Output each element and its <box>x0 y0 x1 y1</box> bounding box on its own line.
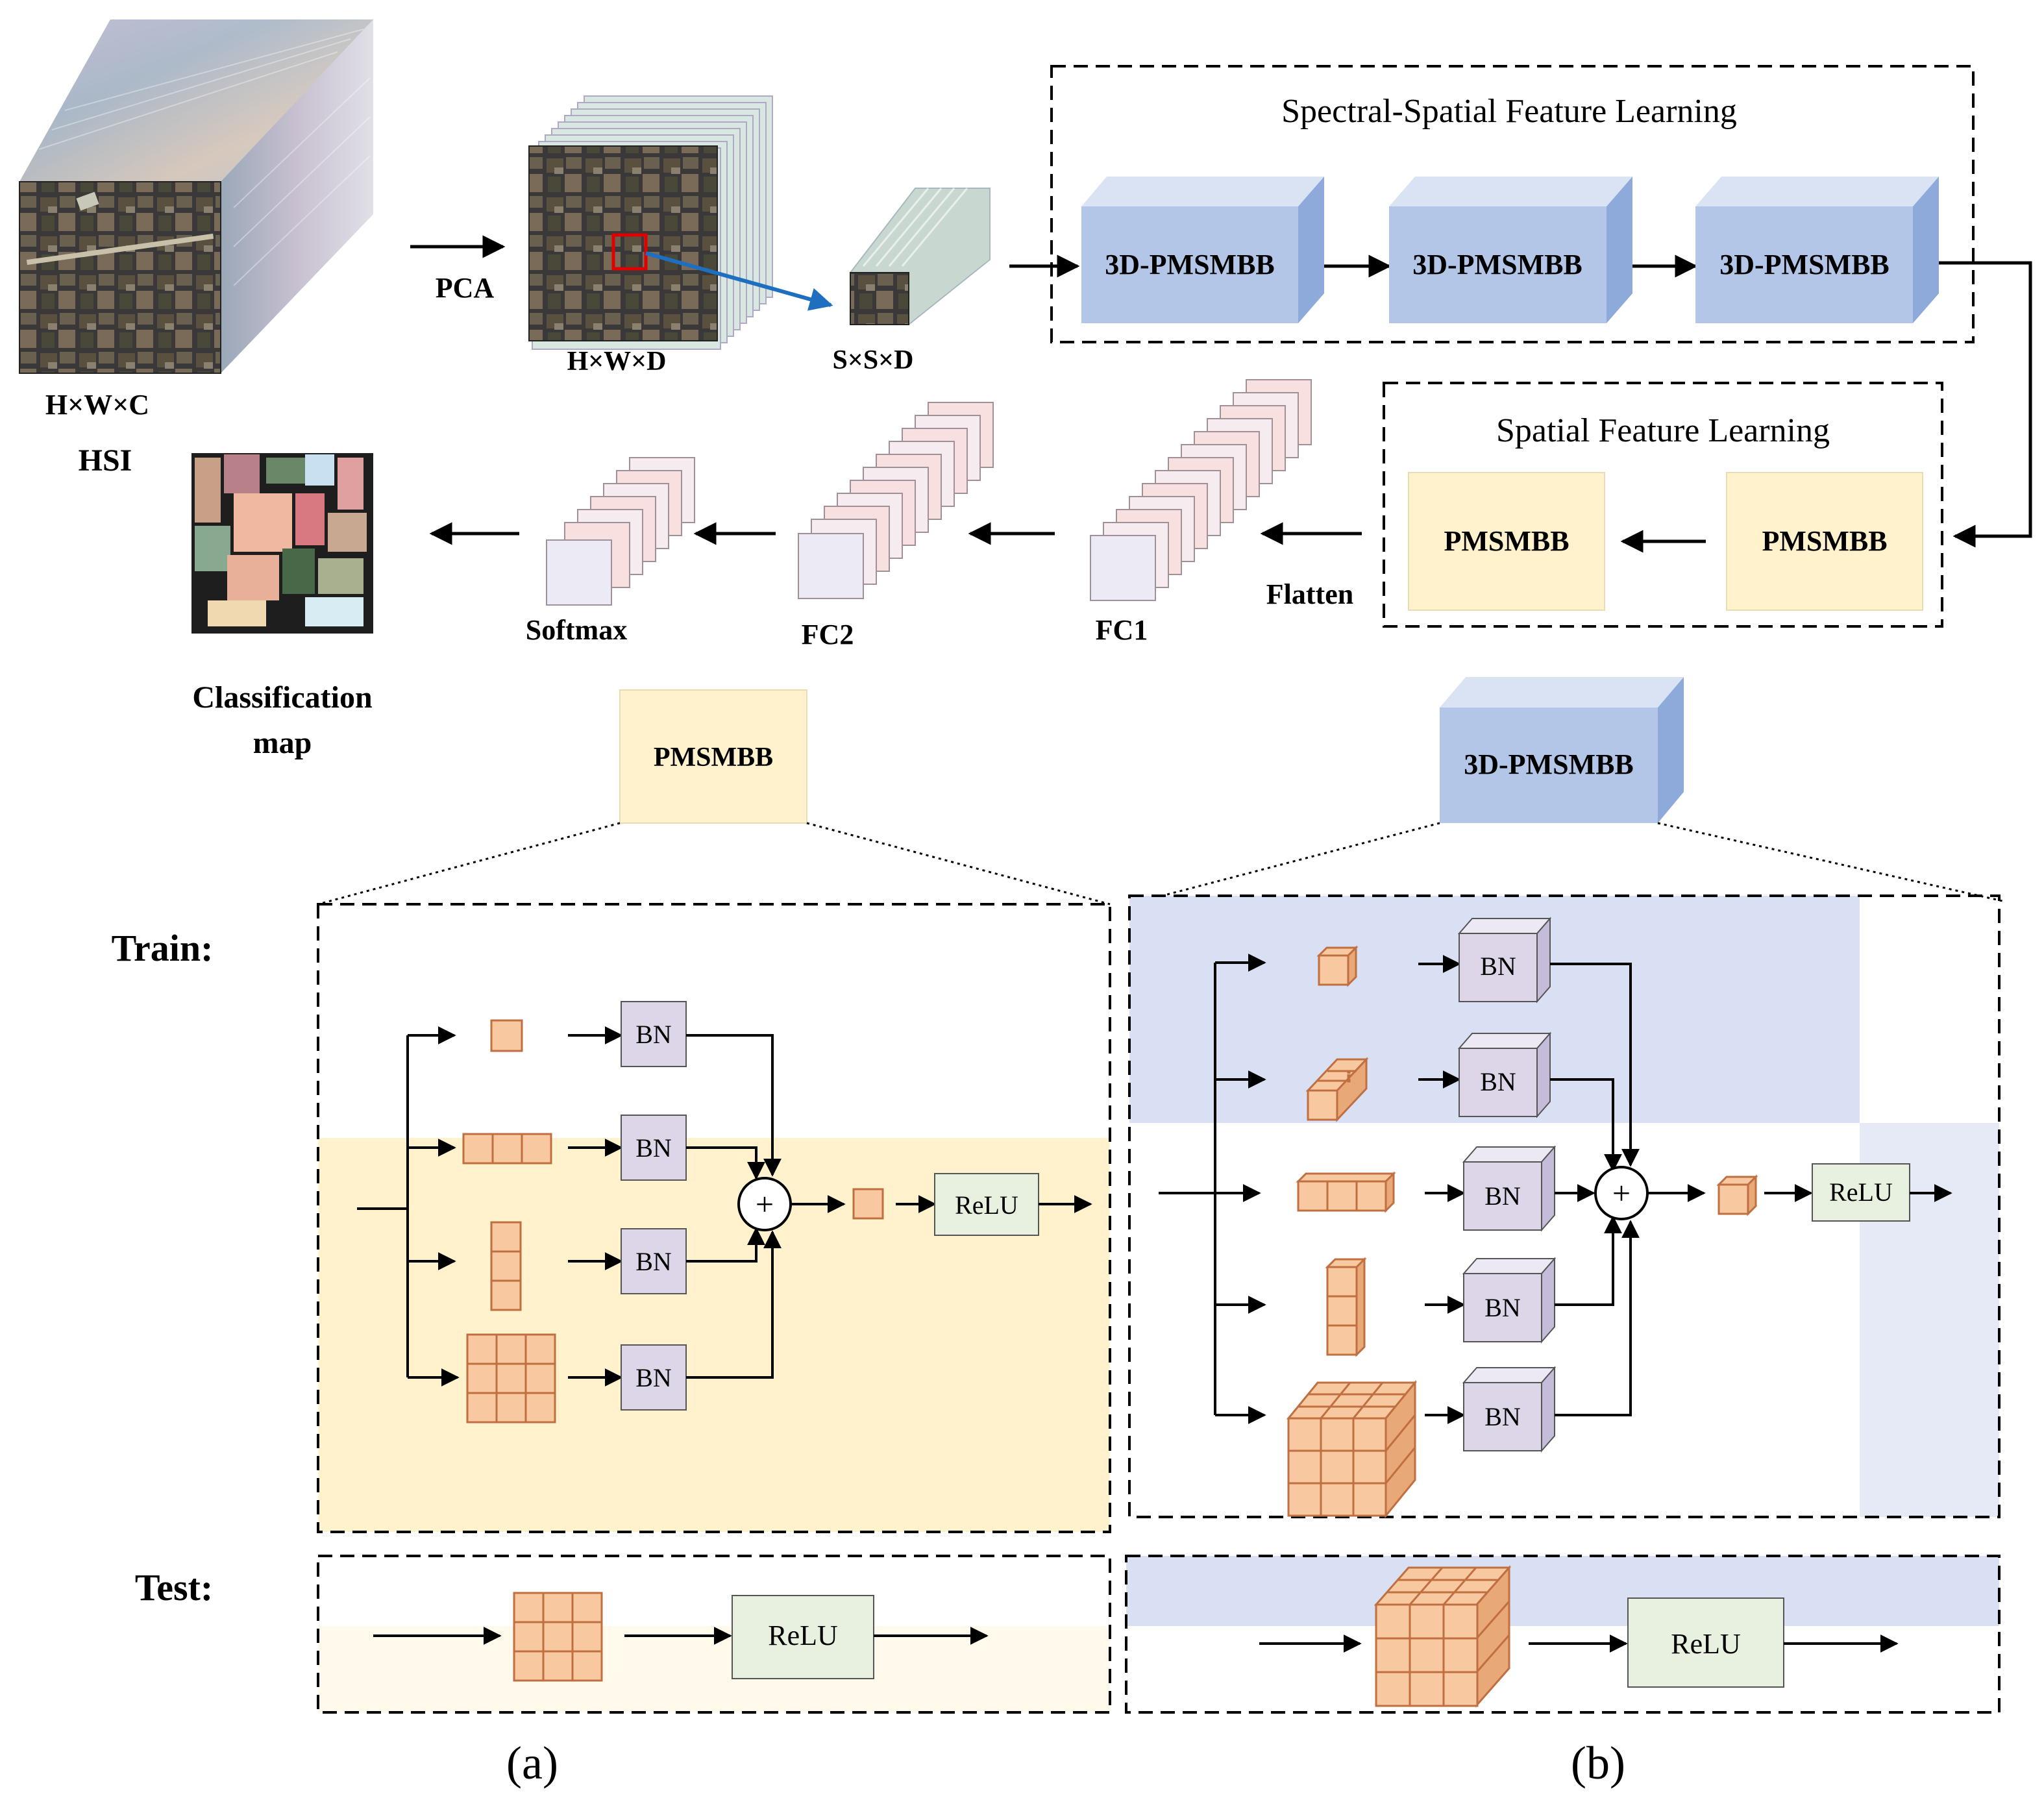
kernel3d-1x3x1 <box>1296 1171 1396 1213</box>
block-3d-1-label: 3D-PMSMBB <box>1105 249 1275 280</box>
block-2d-1 <box>1408 472 1605 611</box>
block-3d-3 <box>1695 177 1939 323</box>
panel-a-train <box>317 903 1111 1533</box>
sum-symbol-a: + <box>756 1186 774 1222</box>
spectral-spatial-box <box>1050 65 1975 343</box>
arrow-3d-to-spatial <box>1939 261 2032 548</box>
panel-b-test <box>1125 1555 2001 1714</box>
patch-cube <box>850 188 991 325</box>
relu-b-test <box>1627 1597 1784 1688</box>
hsi-cube <box>19 19 373 374</box>
kernel-1x3 <box>462 1133 552 1165</box>
relu-a-train-label: ReLU <box>955 1190 1018 1220</box>
hsi-label: HSI <box>79 443 132 478</box>
bn-a-3-label: BN <box>635 1247 672 1276</box>
panel-a-test <box>317 1555 1111 1714</box>
bn-a-4-label: BN <box>635 1363 672 1392</box>
kernel-1x1 <box>490 1019 523 1052</box>
fc1-stack <box>1090 379 1312 601</box>
sum-symbol-b: + <box>1612 1175 1631 1211</box>
pmsmbb-header-label: PMSMBB <box>654 743 773 772</box>
classification-map <box>191 453 373 634</box>
panel-a-caption: (a) <box>506 1737 558 1789</box>
bn-a-2-label: BN <box>635 1133 672 1163</box>
kernel3d-3x1x1 <box>1325 1257 1367 1357</box>
block-3d-2-label: 3D-PMSMBB <box>1412 249 1582 280</box>
relu-b-test-label: ReLU <box>1671 1628 1741 1660</box>
panel-b-train: ⋮ <box>1128 894 2001 1519</box>
merged-kernel-a <box>852 1188 884 1220</box>
hsi-dims-label: H×W×C <box>45 389 149 421</box>
pmsmbb3d-header-block <box>1440 677 1684 823</box>
patch-extract-arrow <box>645 251 833 311</box>
block-3d-2 <box>1389 177 1632 323</box>
pmsmbb3d-header-label: 3D-PMSMBB <box>1464 748 1634 780</box>
kernel-3x3 <box>466 1333 556 1424</box>
flatten-label: Flatten <box>1266 578 1353 610</box>
kernel-3x1 <box>490 1221 522 1311</box>
zoom-line-a-left <box>317 822 621 906</box>
bn-b-4 <box>1462 1257 1557 1344</box>
bn-a-1 <box>621 1001 687 1067</box>
pca-dims-label: H×W×D <box>567 347 667 376</box>
spatial-title: Spatial Feature Learning <box>1496 412 1830 449</box>
bn-b-1-label: BN <box>1480 952 1516 981</box>
patch-dims-label: S×S×D <box>833 345 914 375</box>
block-2d-1-label: PMSMBB <box>1444 525 1569 557</box>
pca-label: PCA <box>436 272 495 304</box>
fc2-stack <box>798 402 994 599</box>
block-3d-1 <box>1081 177 1324 323</box>
block-2d-2 <box>1726 472 1923 611</box>
kernel3d-1x1x1 <box>1316 945 1359 987</box>
train-label: Train: <box>112 927 214 969</box>
bn-b-3-label: BN <box>1484 1181 1521 1211</box>
test-kernel-a <box>513 1592 603 1682</box>
fc2-label: FC2 <box>802 619 854 650</box>
block-3d-3-label: 3D-PMSMBB <box>1719 249 1890 280</box>
bn-b-3 <box>1462 1145 1557 1232</box>
block-2d-2-label: PMSMBB <box>1762 525 1887 557</box>
zoom-line-a-right <box>806 822 1111 906</box>
bn-b-5 <box>1462 1366 1557 1453</box>
fc1-label: FC1 <box>1096 614 1148 646</box>
bn-b-1 <box>1457 917 1552 1004</box>
spectral-spatial-title: Spectral-Spatial Feature Learning <box>1281 93 1737 130</box>
relu-a-test <box>732 1595 874 1679</box>
kernel3d-1x1x3: ⋮ <box>1305 1057 1369 1122</box>
merged-kernel-b <box>1716 1174 1758 1216</box>
relu-a-train <box>934 1173 1039 1236</box>
test-kernel-b <box>1373 1565 1512 1708</box>
patch-selector <box>611 233 648 271</box>
kernel3d-3x3x3 <box>1286 1379 1418 1519</box>
bn-b-4-label: BN <box>1484 1293 1521 1322</box>
relu-b-train-label: ReLU <box>1829 1177 1893 1207</box>
relu-a-test-label: ReLU <box>768 1620 838 1651</box>
zoom-line-b-left <box>1142 822 1440 902</box>
spatial-box <box>1383 382 1943 628</box>
svg-text:⋮: ⋮ <box>1342 1069 1355 1083</box>
bn-a-1-label: BN <box>635 1020 672 1049</box>
panel-b-caption: (b) <box>1571 1737 1625 1789</box>
softmax-label: Softmax <box>526 614 627 646</box>
softmax-stack <box>546 457 695 606</box>
classification-map-label-line2: map <box>253 726 312 760</box>
relu-b-train <box>1812 1163 1910 1222</box>
test-label: Test: <box>135 1566 213 1609</box>
bn-b-2-label: BN <box>1480 1067 1516 1096</box>
bn-a-2 <box>621 1115 687 1181</box>
bn-a-3 <box>621 1228 687 1294</box>
bn-b-5-label: BN <box>1484 1402 1521 1431</box>
pca-cube <box>528 95 773 350</box>
pmsmbb-header-block <box>619 689 807 824</box>
classification-map-label-line1: Classification <box>192 680 372 715</box>
bn-b-2 <box>1457 1031 1552 1118</box>
zoom-line-b-right <box>1657 822 2003 902</box>
